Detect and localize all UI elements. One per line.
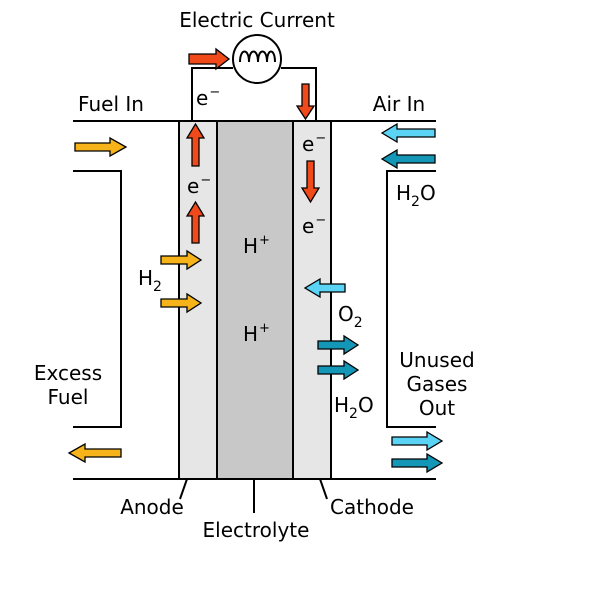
cathode-electron-arrow-mid [300, 160, 321, 204]
cathode-electron-arrow-top [295, 83, 316, 121]
oxygen-label: O2 [338, 302, 363, 331]
electron-label-cathode-mid: e− [302, 213, 326, 238]
anode-label: Anode [120, 495, 184, 519]
electrolyte-layer [216, 120, 294, 480]
air-in-arrow [380, 122, 436, 144]
left-inner-channel [73, 170, 122, 428]
water-arrow-top [380, 148, 436, 170]
excess-fuel-label-line1: Excess [34, 361, 102, 385]
fuel-in-label: Fuel In [78, 92, 144, 116]
air-in-label: Air In [373, 92, 425, 116]
electric-current-label: Electric Current [179, 8, 335, 32]
anode-electron-arrow-lower [185, 200, 206, 244]
water-label-right: H2O [396, 181, 436, 210]
unused-gases-label-line1: Unused [399, 348, 474, 372]
fuel-in-arrow [74, 136, 128, 158]
water-arrow-lower [317, 359, 360, 381]
circuit-electron-arrow [188, 47, 231, 71]
external-circuit-wire [191, 67, 233, 121]
excess-fuel-label-line2: Fuel [48, 385, 89, 409]
proton-label-upper: H+ [243, 233, 270, 258]
hydrogen-arrow-lower [160, 292, 203, 314]
anode-electron-arrow-top [185, 122, 206, 167]
unused-gases-arrow-lower [391, 452, 444, 474]
electron-label-anode: e− [187, 173, 211, 198]
proton-label-lower: H+ [243, 321, 270, 346]
water-label-cathode: H2O [334, 393, 374, 422]
oxygen-arrow [303, 277, 346, 299]
right-inner-channel [386, 170, 436, 428]
electron-label-cathode-top: e− [302, 131, 326, 156]
cathode-leader [319, 478, 328, 500]
unused-gases-label-line3: Out [419, 396, 455, 420]
water-arrow-upper [317, 334, 360, 356]
excess-fuel-out-arrow [67, 442, 122, 464]
unused-gases-label-line2: Gases [407, 372, 468, 396]
cathode-label: Cathode [330, 495, 414, 519]
hydrogen-arrow-upper [160, 249, 203, 271]
unused-gases-arrow-upper [391, 430, 444, 452]
anode-leader [179, 478, 188, 500]
electrolyte-label: Electrolyte [203, 518, 310, 542]
hydrogen-label: H2 [138, 266, 162, 295]
electron-label-circuit: e− [196, 85, 220, 110]
external-circuit-wire-right [281, 67, 317, 121]
lamp-icon [232, 34, 282, 84]
